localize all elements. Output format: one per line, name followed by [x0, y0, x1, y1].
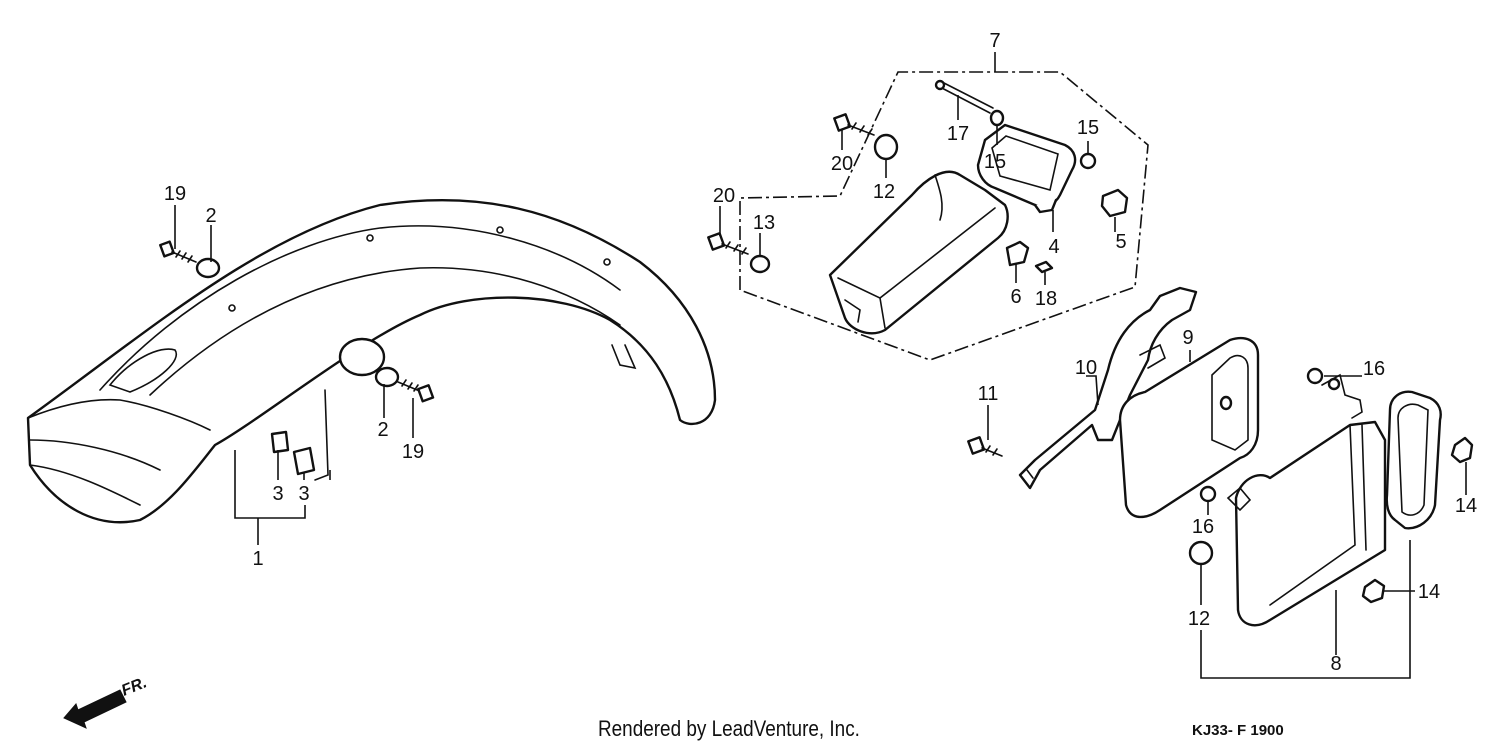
- pin-18: [1034, 260, 1054, 274]
- bolt-20-left: [707, 232, 749, 255]
- front-label: FR.: [119, 674, 149, 699]
- callout-6: 6: [1010, 286, 1021, 308]
- clip-nut-3a: [270, 430, 290, 454]
- license-plate-bracket: [1118, 336, 1260, 519]
- diagram-code: KJ33- F 1900: [1192, 722, 1284, 739]
- leader-lines: [174, 52, 1467, 679]
- bolt-20-top: [833, 113, 875, 136]
- callout-15-right: 15: [1077, 117, 1099, 139]
- lens-gasket: [976, 123, 1077, 214]
- front-arrow-icon: [63, 689, 127, 729]
- callout-16-top: 16: [1363, 358, 1385, 380]
- callout-14-bottom: 14: [1418, 581, 1440, 603]
- callout-numbers: 1 2 2 3 3 19 19 7 17 15 15 4 5 6 18 20 1…: [164, 30, 1477, 675]
- washer-15-b: [1079, 152, 1097, 170]
- callout-11: 11: [978, 383, 999, 405]
- callout-14-right: 14: [1455, 495, 1477, 517]
- callout-15-left: 15: [984, 151, 1006, 173]
- washer-16-top: [1306, 367, 1324, 385]
- front-direction-marker: FR.: [63, 674, 149, 729]
- washer-16-bottom: [1199, 485, 1217, 503]
- fender-mount-boss: [338, 337, 386, 377]
- taillight-lens: [1385, 390, 1442, 530]
- bolt-11: [967, 436, 1003, 457]
- grommet-5: [1100, 188, 1129, 218]
- nut-14-bottom: [1361, 578, 1386, 604]
- washer-2-right: [374, 366, 400, 388]
- callout-4: 4: [1048, 236, 1059, 258]
- rear-bracket: [828, 170, 1009, 335]
- callout-19-left: 19: [164, 183, 186, 205]
- callout-5: 5: [1115, 231, 1126, 253]
- callout-18: 18: [1035, 288, 1057, 310]
- callout-2-left: 2: [205, 205, 216, 227]
- callout-13: 13: [753, 212, 775, 234]
- clip-nut-3b: [292, 446, 316, 476]
- callout-9: 9: [1182, 327, 1193, 349]
- callout-12-top: 12: [873, 181, 895, 203]
- callout-7: 7: [989, 30, 1000, 52]
- callout-17: 17: [947, 123, 969, 145]
- callout-2-right: 2: [377, 419, 388, 441]
- callout-20-left: 20: [713, 185, 735, 207]
- callout-19-right: 19: [402, 441, 424, 463]
- grommet-12-bottom: [1188, 540, 1214, 566]
- grommet-12-top: [873, 133, 899, 161]
- callout-3-left: 3: [272, 483, 283, 505]
- callout-12-bottom: 12: [1188, 608, 1210, 630]
- license-stay: [1018, 286, 1198, 490]
- assembly-7-boundary: [739, 71, 1149, 361]
- bolt-19-left: [159, 240, 197, 263]
- callout-10: 10: [1075, 357, 1097, 379]
- bolt-19-right: [397, 379, 435, 403]
- callout-1: 1: [252, 548, 263, 570]
- callout-3-right: 3: [298, 483, 309, 505]
- washer-2-left: [195, 257, 221, 279]
- callout-16-bottom: 16: [1192, 516, 1214, 538]
- rear-fender: [26, 198, 717, 524]
- pin-17: [934, 79, 994, 114]
- callout-8: 8: [1330, 653, 1341, 675]
- collar-6: [1005, 240, 1030, 267]
- nut-14-right: [1450, 436, 1474, 464]
- nut-13: [749, 254, 771, 274]
- credit-line: Rendered by LeadVenture, Inc.: [598, 716, 860, 741]
- washer-15-a: [989, 109, 1005, 127]
- callout-20-top: 20: [831, 153, 853, 175]
